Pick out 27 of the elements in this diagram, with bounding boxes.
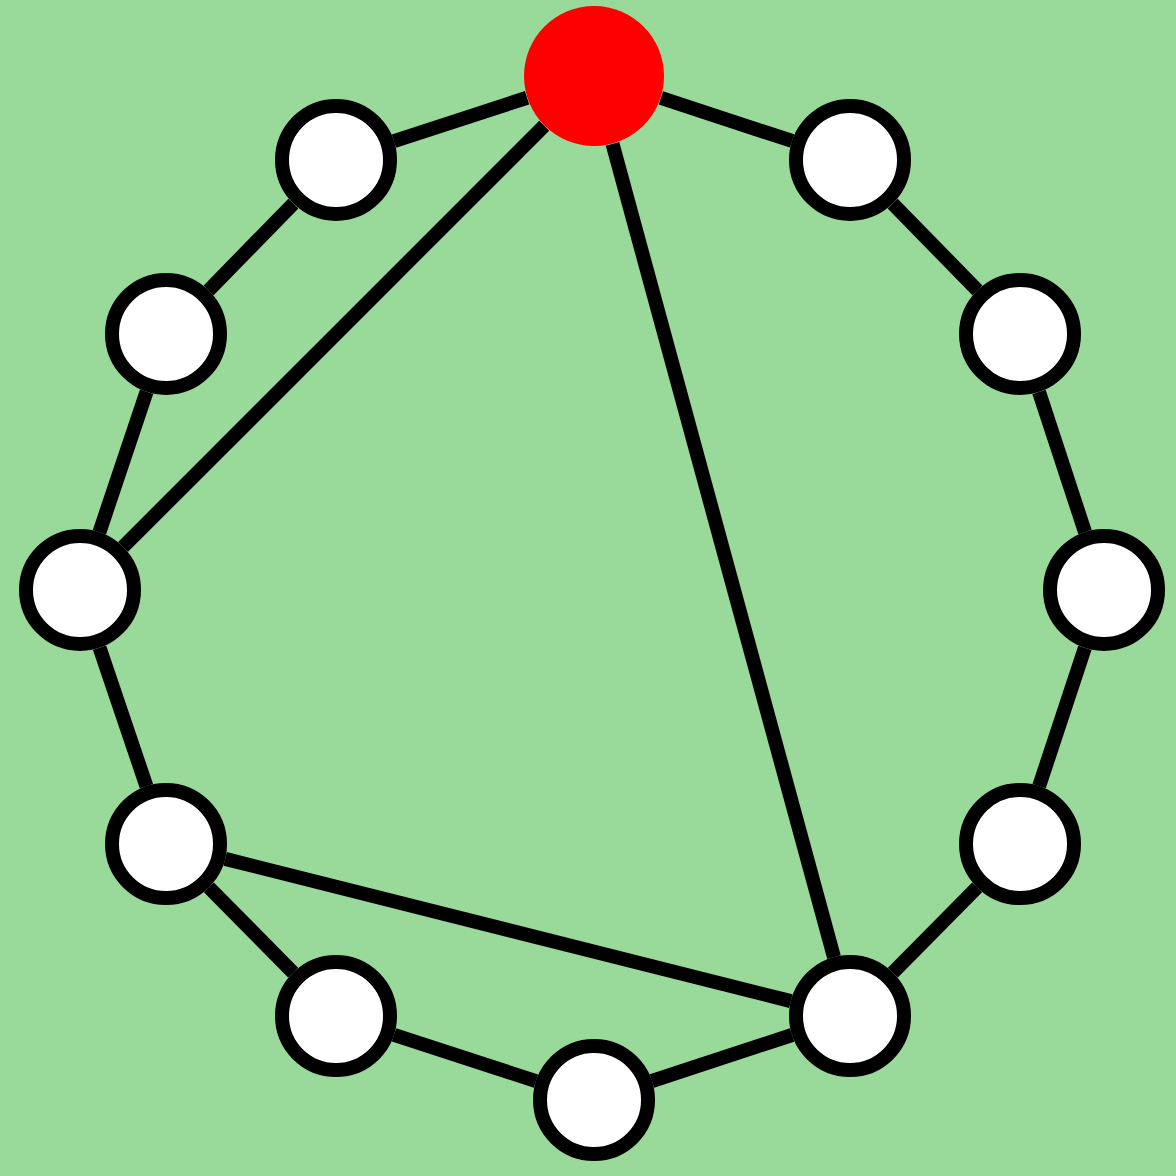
edge-line xyxy=(223,852,793,1008)
edge-line xyxy=(649,1028,795,1088)
circle-node xyxy=(789,99,911,221)
circle-node xyxy=(19,529,141,651)
circle-node xyxy=(105,273,227,395)
edge-line xyxy=(92,389,154,535)
edge-line xyxy=(1032,645,1092,789)
edge-line xyxy=(118,120,550,552)
circle-node xyxy=(275,955,397,1077)
edge-line xyxy=(887,882,983,978)
edge-line xyxy=(658,91,795,148)
circle-node xyxy=(1043,529,1165,651)
circle-node xyxy=(533,1039,655,1161)
edge-line xyxy=(391,1028,539,1088)
edge-line xyxy=(391,91,530,148)
marked-node xyxy=(524,6,664,146)
edge-line xyxy=(203,198,299,296)
edge-line xyxy=(605,142,841,959)
circle-node xyxy=(959,273,1081,395)
edge-line xyxy=(1032,389,1092,535)
edge-line xyxy=(203,882,299,978)
circle-node xyxy=(105,783,227,905)
circle-node xyxy=(275,99,397,221)
edge-line xyxy=(887,198,983,296)
circle-node xyxy=(789,955,911,1077)
edge-line xyxy=(92,645,154,789)
circle-node xyxy=(959,783,1081,905)
